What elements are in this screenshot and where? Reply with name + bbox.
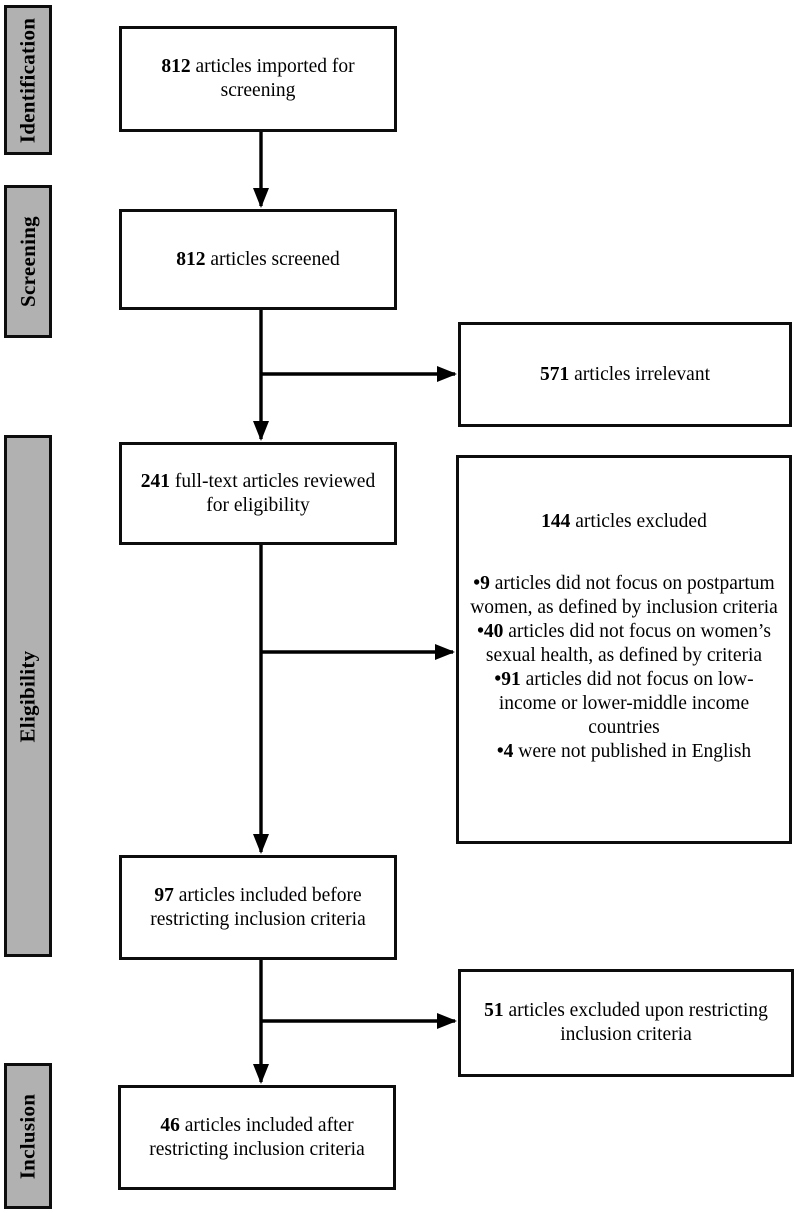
box-articles-imported-text: 812 articles imported for screening [130,55,386,103]
box-articles-irrelevant-text: 571 articles irrelevant [469,363,781,387]
box-articles-excluded: 144 articles excluded •9 articles did no… [456,455,792,844]
count-included-after: 46 [160,1114,180,1136]
box-articles-irrelevant: 571 articles irrelevant [458,322,792,427]
exclusion-reason-3: •91 articles did not focus on low-income… [467,668,781,740]
label-imported: articles imported for screening [190,56,355,101]
label-excluded: articles excluded [570,511,707,532]
stage-label-inclusion: Inclusion [15,1093,40,1179]
stage-bar-identification: Identification [4,5,52,155]
box-excluded-restricting: 51 articles excluded upon restricting in… [458,969,794,1077]
excluded-heading: 144 articles excluded [467,510,781,534]
box-included-before: 97 articles included before restricting … [119,855,397,960]
count-fulltext: 241 [140,470,171,492]
stage-label-identification: Identification [15,17,40,143]
reason-2-text: articles did not focus on women’s sexual… [485,621,771,666]
reason-4-count: 4 [503,741,514,762]
bullet-icon: • [496,741,504,762]
box-included-after-text: 46 articles included after restricting i… [127,1114,387,1162]
count-excluded: 144 [541,511,571,532]
label-screened: articles screened [205,248,340,270]
label-excluded-restricting: articles excluded upon restricting inclu… [503,1000,768,1045]
count-screened: 812 [176,248,206,270]
box-included-before-text: 97 articles included before restricting … [128,884,388,932]
reason-3-number: •91 [494,669,520,690]
label-fulltext: full-text articles reviewed for eligibil… [170,470,376,516]
box-fulltext-reviewed-text: 241 full-text articles reviewed for elig… [128,470,388,518]
reason-4-number: •4 [497,741,514,762]
exclusion-reason-1: •9 articles did not focus on postpartum … [467,572,781,620]
count-excluded-restricting: 51 [484,1000,504,1021]
box-included-after: 46 articles included after restricting i… [118,1085,396,1190]
bullet-icon: • [477,621,484,642]
count-irrelevant: 571 [539,363,570,385]
reason-1-text: articles did not focus on postpartum wom… [470,573,778,618]
exclusion-reason-2: •40 articles did not focus on women’s se… [467,620,781,668]
reason-3-text: articles did not focus on low-income or … [498,669,754,738]
reason-1-count: 9 [480,573,490,594]
stage-label-eligibility: Eligibility [15,650,40,742]
reason-4-text: were not published in English [513,741,752,762]
reason-3-count: 91 [501,669,521,690]
reason-2-number: •40 [477,621,503,642]
reason-2-count: 40 [483,621,504,642]
box-articles-screened-text: 812 articles screened [130,248,386,272]
bullet-icon: • [473,573,481,594]
exclusion-reason-4: •4 were not published in English [467,740,781,764]
label-irrelevant: articles irrelevant [569,363,710,385]
stage-bar-inclusion: Inclusion [4,1063,52,1209]
box-articles-imported: 812 articles imported for screening [119,26,397,132]
label-included-after: articles included after restricting incl… [149,1114,365,1160]
box-excluded-restricting-text: 51 articles excluded upon restricting in… [469,999,783,1047]
stage-label-screening: Screening [15,216,40,307]
stage-bar-eligibility: Eligibility [4,435,52,957]
count-imported: 812 [161,56,191,77]
exclusion-reason-list: •9 articles did not focus on postpartum … [467,572,781,764]
count-included-before: 97 [154,884,174,906]
reason-1-number: •9 [473,573,490,594]
bullet-icon: • [494,669,502,690]
box-fulltext-reviewed: 241 full-text articles reviewed for elig… [119,442,397,545]
box-articles-screened: 812 articles screened [119,209,397,310]
label-included-before: articles included before restricting inc… [150,884,366,930]
stage-bar-screening: Screening [4,185,52,338]
